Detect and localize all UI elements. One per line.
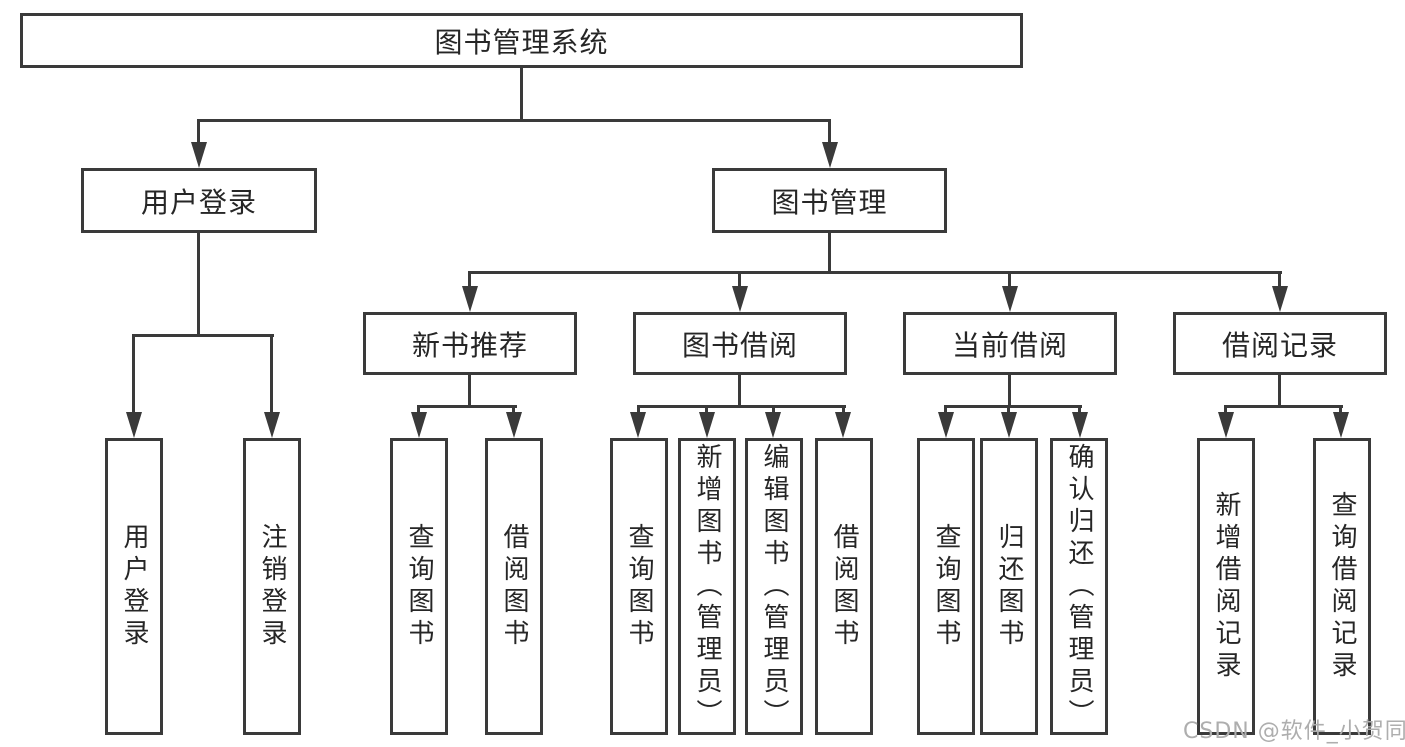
node-book-borrowing-label: 图书借阅 [681,328,798,362]
leaf-label: 查询借阅记录 [1327,490,1357,683]
connector-recommend-split [417,405,517,408]
arrowhead-icon [506,412,522,438]
node-borrowing-records: 借阅记录 [1173,312,1387,375]
leaf-label: 用户登录 [119,522,149,651]
connector-user-login-stem [197,233,200,337]
node-leaf-edit-book-admin: 编辑图书（管理员） [745,438,803,735]
connector-user-login-split [132,334,274,337]
connector-to-leaf [637,407,640,415]
connector-to-leaf [1007,407,1010,415]
arrowhead-icon [1072,412,1088,438]
connector-borrowing-stem [738,375,741,408]
node-current-borrowing: 当前借阅 [903,312,1117,375]
connector-to-leaf [1078,407,1081,415]
node-leaf-query-borrow-record: 查询借阅记录 [1313,438,1371,735]
connector-to-leaf [270,336,273,414]
node-book-management: 图书管理 [712,168,947,233]
connector-to-book-borrowing [738,273,741,289]
leaf-label: 新增借阅记录 [1211,490,1241,683]
node-root: 图书管理系统 [20,13,1023,68]
leaf-label: 注销登录 [257,522,287,651]
connector-records-split [1224,405,1343,408]
node-leaf-add-book-admin: 新增图书（管理员） [678,438,736,735]
connector-to-leaf [772,407,775,415]
node-leaf-query-books-borrowing: 查询图书 [610,438,668,735]
connector-current-split [944,405,1082,408]
connector-to-user-login [197,120,200,146]
node-leaf-borrow-books-borrowing: 借阅图书 [815,438,873,735]
connector-root-stem [520,68,523,122]
connector-to-leaf [132,336,135,414]
connector-root-split [197,119,831,122]
leaf-label: 查询图书 [624,522,654,651]
connector-to-borrowing-records [1278,273,1281,289]
arrowhead-icon [1002,286,1018,312]
connector-records-stem [1278,375,1281,408]
node-leaf-add-borrow-record: 新增借阅记录 [1197,438,1255,735]
leaf-label: 借阅图书 [499,522,529,651]
arrowhead-icon [822,142,838,168]
arrowhead-icon [699,412,715,438]
arrowhead-icon [126,412,142,438]
node-user-login-label: 用户登录 [140,185,257,219]
arrowhead-icon [1001,412,1017,438]
arrowhead-icon [835,412,851,438]
connector-to-leaf [512,407,515,415]
node-book-borrowing: 图书借阅 [633,312,847,375]
node-borrowing-records-label: 借阅记录 [1221,328,1338,362]
connector-to-leaf [842,407,845,415]
arrowhead-icon [191,142,207,168]
connector-to-leaf [1339,407,1342,415]
node-leaf-query-books-recommend: 查询图书 [390,438,448,735]
node-new-book-recommend-label: 新书推荐 [411,328,528,362]
arrowhead-icon [630,412,646,438]
connector-to-leaf [1224,407,1227,415]
connector-to-new-book-recommend [468,273,471,289]
connector-book-management-split [468,271,1282,274]
connector-to-leaf [944,407,947,415]
connector-borrowing-split [637,405,846,408]
leaf-label: 查询图书 [931,522,961,651]
arrowhead-icon [1272,286,1288,312]
node-current-borrowing-label: 当前借阅 [951,328,1068,362]
arrowhead-icon [1333,412,1349,438]
node-leaf-borrow-books-recommend: 借阅图书 [485,438,543,735]
arrowhead-icon [1218,412,1234,438]
node-leaf-confirm-return-admin: 确认归还（管理员） [1050,438,1108,735]
arrowhead-icon [411,412,427,438]
node-root-label: 图书管理系统 [434,25,609,59]
connector-to-current-borrowing [1008,273,1011,289]
arrowhead-icon [462,286,478,312]
arrowhead-icon [264,412,280,438]
node-book-management-label: 图书管理 [771,185,888,219]
arrowhead-icon [938,412,954,438]
leaf-label: 确认归还（管理员） [1064,442,1094,731]
leaf-label: 归还图书 [994,522,1024,651]
arrowhead-icon [732,286,748,312]
node-user-login: 用户登录 [81,168,317,233]
node-leaf-return-books: 归还图书 [980,438,1038,735]
leaf-label: 借阅图书 [829,522,859,651]
connector-book-management-stem [828,233,831,274]
connector-to-leaf [705,407,708,415]
leaf-label: 查询图书 [404,522,434,651]
node-leaf-query-books-current: 查询图书 [917,438,975,735]
node-new-book-recommend: 新书推荐 [363,312,577,375]
connector-to-leaf [417,407,420,415]
leaf-label: 编辑图书（管理员） [759,442,789,731]
connector-current-stem [1008,375,1011,408]
arrowhead-icon [765,412,781,438]
node-leaf-logout: 注销登录 [243,438,301,735]
leaf-label: 新增图书（管理员） [692,442,722,731]
connector-recommend-stem [468,375,471,408]
csdn-watermark: CSDN @软件_小贺同学 [1183,719,1405,744]
connector-to-book-management [828,120,831,146]
node-leaf-user-login: 用户登录 [105,438,163,735]
